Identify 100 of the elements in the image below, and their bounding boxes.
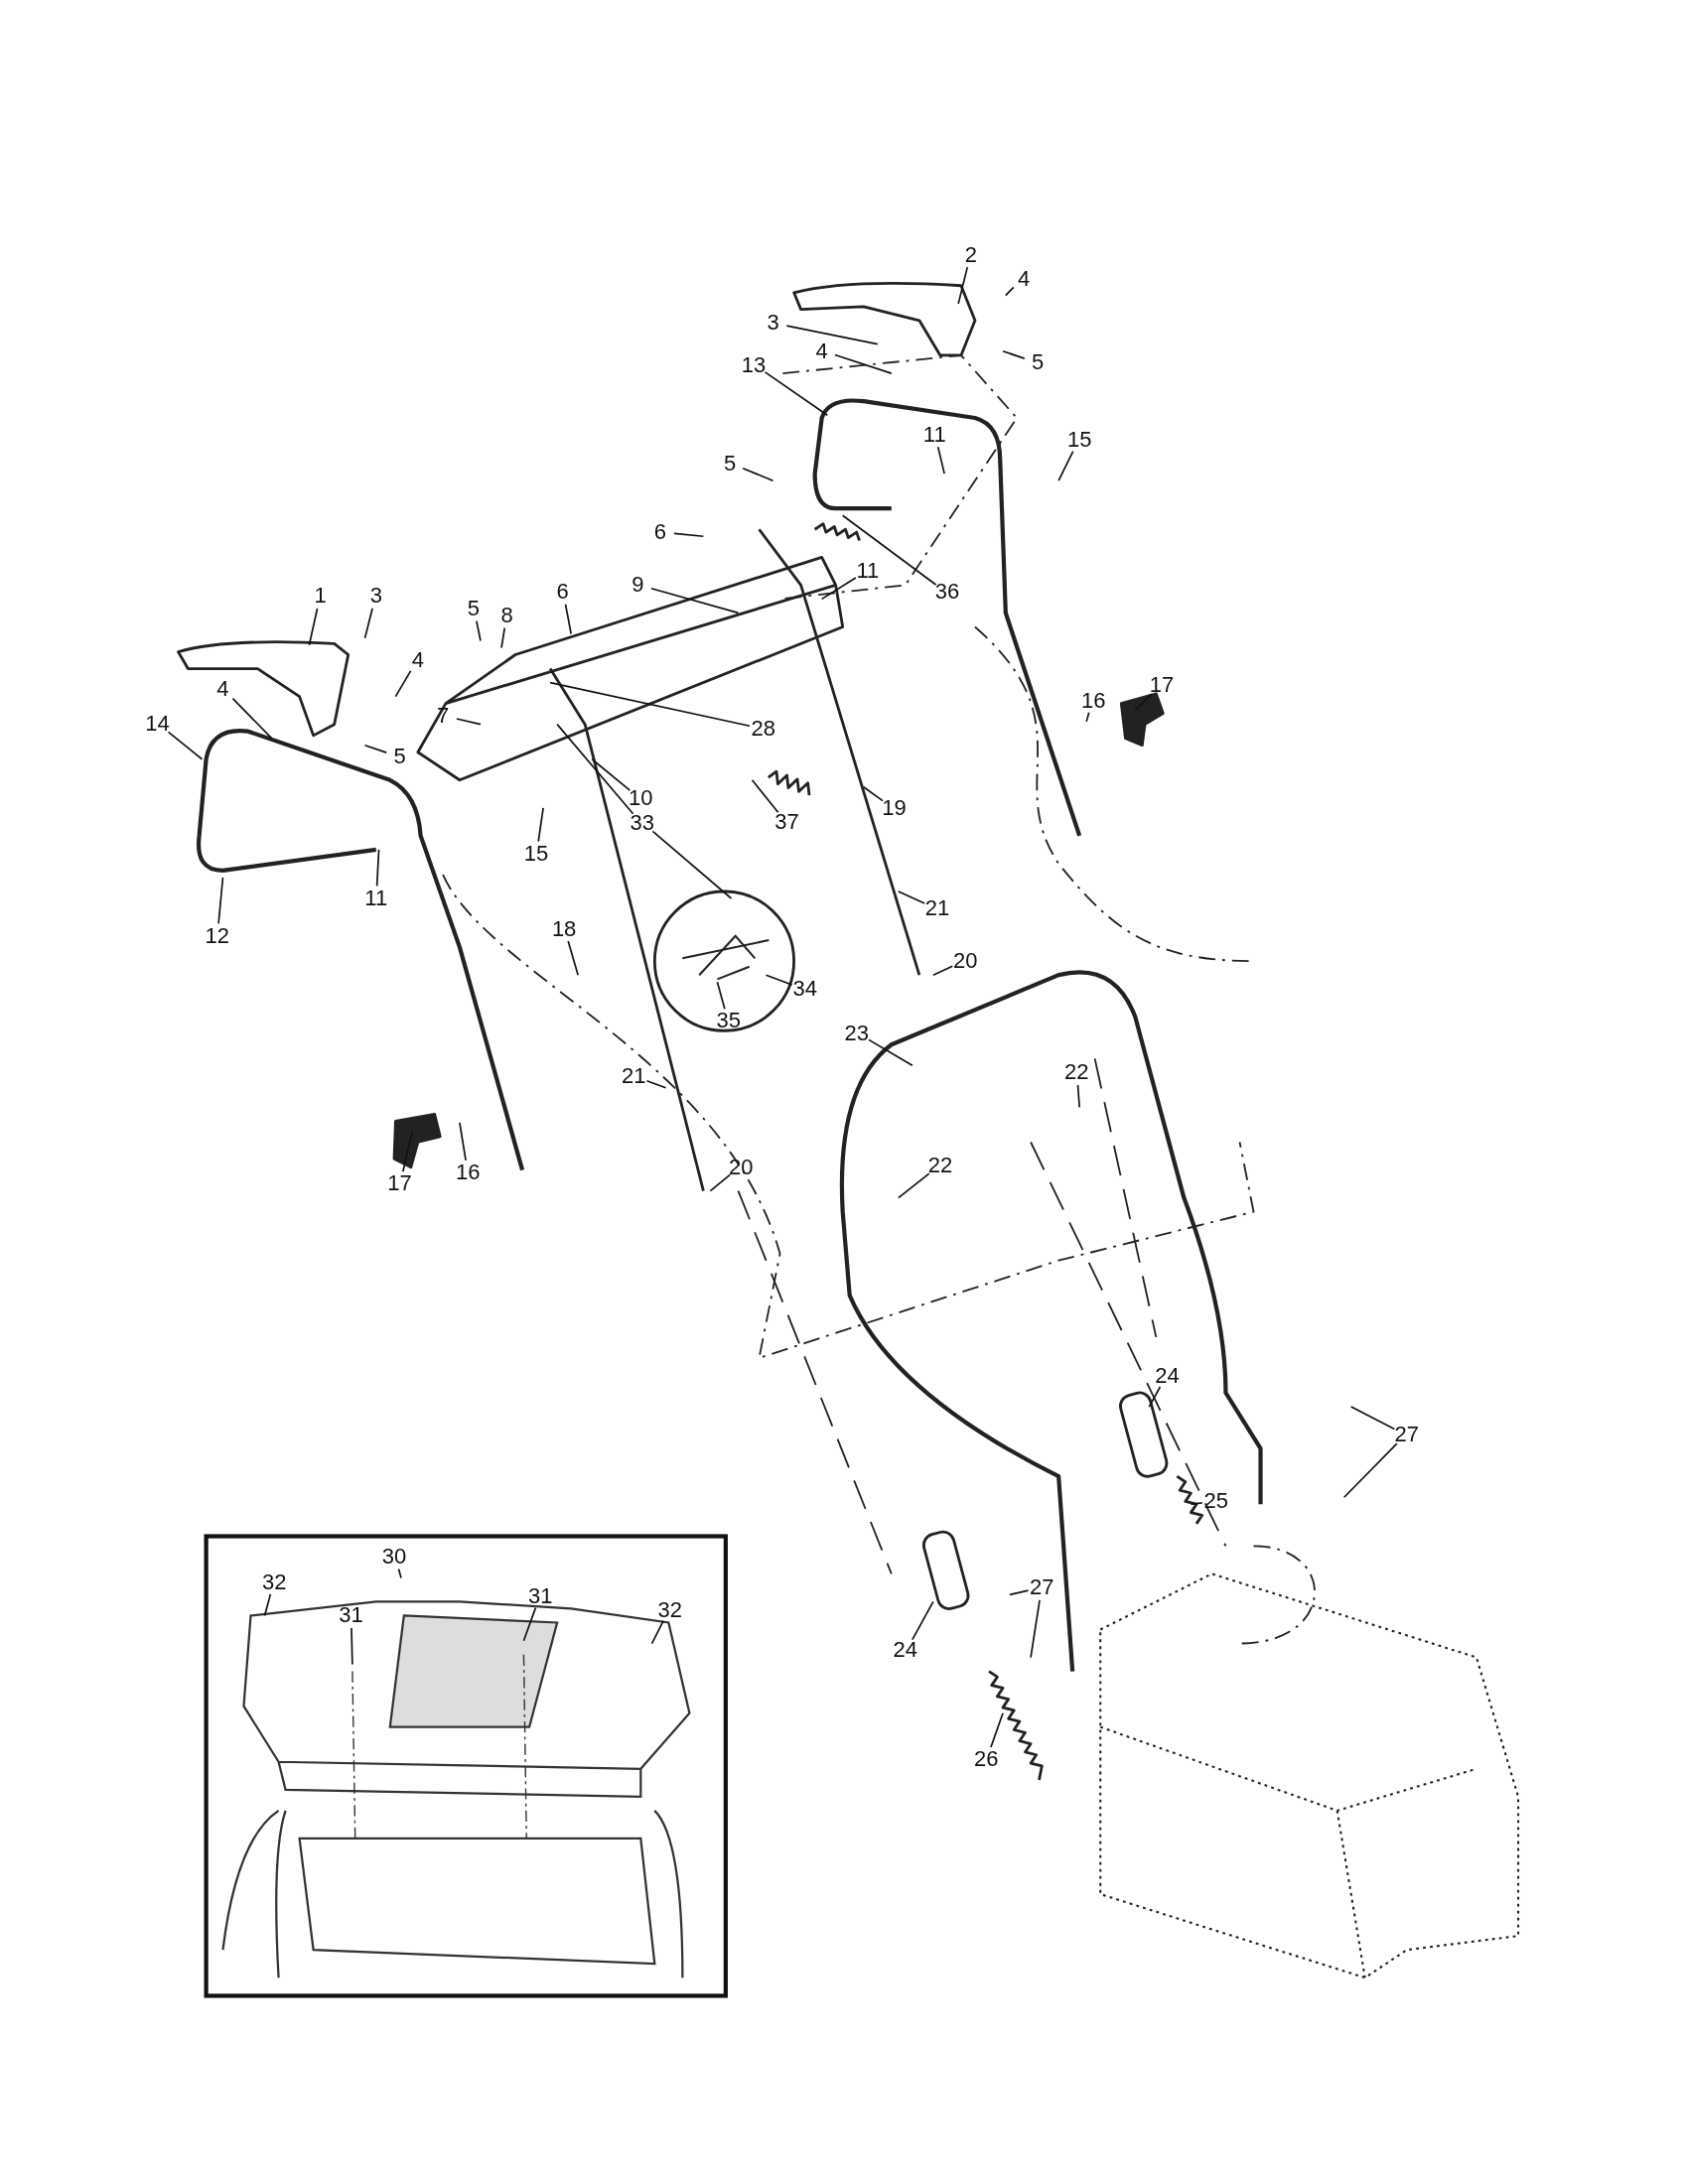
callout-number: 14 bbox=[145, 712, 170, 737]
leader-line bbox=[456, 718, 482, 726]
leader-line bbox=[1076, 1084, 1080, 1109]
leader-line bbox=[500, 626, 506, 649]
leader-line bbox=[1057, 450, 1074, 481]
leader-line bbox=[1030, 1599, 1041, 1659]
callout-number: 2 bbox=[964, 242, 977, 267]
callout-number: 22 bbox=[1064, 1060, 1089, 1085]
callout-number: 3 bbox=[767, 311, 779, 336]
leader-line bbox=[1085, 711, 1090, 723]
leader-line bbox=[897, 1172, 930, 1199]
callout-number: 4 bbox=[216, 677, 229, 702]
leader-line bbox=[785, 325, 879, 345]
callout-number: 11 bbox=[856, 559, 880, 584]
leader-line bbox=[957, 266, 969, 305]
callout-number: 20 bbox=[729, 1155, 754, 1179]
leader-line bbox=[936, 446, 945, 475]
leader-line bbox=[1005, 286, 1015, 297]
callout-number: 22 bbox=[927, 1154, 953, 1178]
leader-line bbox=[862, 785, 884, 802]
callout-number: 26 bbox=[973, 1746, 999, 1771]
callout-number: 5 bbox=[467, 597, 481, 620]
leader-line bbox=[351, 1627, 353, 1666]
callout-number: 1 bbox=[314, 584, 327, 609]
callout-number: 18 bbox=[551, 916, 577, 941]
leader-line bbox=[522, 1606, 537, 1642]
callout-number: 25 bbox=[1203, 1489, 1228, 1514]
leader-line bbox=[556, 723, 634, 815]
callout-number: 5 bbox=[723, 452, 737, 477]
callout-number: 31 bbox=[528, 1583, 553, 1608]
callout-number: 21 bbox=[924, 895, 950, 920]
callout-number: 27 bbox=[1394, 1422, 1420, 1446]
leader-line bbox=[363, 744, 388, 753]
leader-line bbox=[764, 371, 829, 417]
callout-number: 11 bbox=[922, 422, 946, 447]
leader-line bbox=[549, 681, 751, 728]
callout-number: 16 bbox=[1080, 688, 1106, 713]
callout-number: 13 bbox=[741, 352, 767, 377]
leader-line bbox=[1190, 1502, 1203, 1506]
callout-number: 12 bbox=[205, 923, 230, 948]
callout-number: 32 bbox=[262, 1570, 287, 1594]
callout-number: 11 bbox=[364, 886, 388, 910]
callout-number: 37 bbox=[774, 809, 799, 834]
leader-line bbox=[820, 577, 857, 601]
callout-number: 24 bbox=[1155, 1363, 1180, 1388]
leader-line bbox=[709, 1173, 732, 1192]
leader-line bbox=[1342, 1442, 1398, 1499]
leader-line bbox=[673, 532, 705, 538]
leader-line bbox=[912, 1600, 934, 1641]
leader-line bbox=[990, 1711, 1004, 1748]
leader-line bbox=[591, 757, 632, 791]
leader-line bbox=[1349, 1406, 1396, 1431]
callout-number: 17 bbox=[1149, 673, 1175, 698]
leader-line bbox=[363, 607, 373, 639]
callout-number: 32 bbox=[657, 1597, 682, 1622]
callout-number: 33 bbox=[630, 811, 654, 836]
callout-number: 20 bbox=[952, 948, 978, 973]
leader-line bbox=[167, 731, 204, 760]
leader-line bbox=[402, 1130, 414, 1173]
leader-line bbox=[651, 830, 733, 899]
leader-line bbox=[1002, 349, 1026, 359]
leader-line bbox=[394, 670, 412, 698]
callout-number: 4 bbox=[411, 647, 424, 672]
leader-line bbox=[564, 603, 572, 635]
leader-line bbox=[217, 877, 224, 925]
callout-number: 6 bbox=[556, 580, 569, 605]
callout-number: 24 bbox=[893, 1638, 918, 1663]
leader-line bbox=[742, 468, 774, 481]
leader-line bbox=[716, 981, 726, 1011]
callout-number: 15 bbox=[523, 841, 549, 866]
leader-line bbox=[308, 608, 319, 646]
callout-number: 10 bbox=[629, 785, 653, 810]
callout-number: 17 bbox=[387, 1171, 412, 1196]
leader-line bbox=[476, 619, 482, 642]
leader-line bbox=[897, 890, 926, 904]
leader-line bbox=[834, 353, 893, 374]
leader-line bbox=[751, 778, 779, 813]
callout-number: 23 bbox=[844, 1021, 869, 1045]
callout-number: 5 bbox=[393, 744, 406, 768]
leader-line bbox=[537, 807, 544, 843]
callout-number: 8 bbox=[500, 604, 513, 628]
callout-number: 3 bbox=[369, 584, 382, 609]
callout-number: 27 bbox=[1030, 1575, 1054, 1600]
leader-line bbox=[650, 587, 740, 614]
callout-number: 15 bbox=[1066, 428, 1092, 453]
leader-line bbox=[231, 697, 273, 740]
leader-line bbox=[1134, 693, 1153, 712]
callout-number: 4 bbox=[815, 339, 828, 363]
leader-line bbox=[397, 1568, 402, 1579]
leader-line bbox=[567, 940, 579, 976]
callout-number: 6 bbox=[653, 519, 667, 544]
leader-line bbox=[459, 1122, 467, 1161]
leader-line bbox=[841, 514, 937, 586]
leader-line bbox=[932, 965, 954, 976]
callout-number: 30 bbox=[381, 1545, 407, 1570]
leader-line bbox=[765, 974, 793, 986]
leader-line bbox=[263, 1593, 272, 1617]
leader-line bbox=[1009, 1589, 1030, 1596]
leader-line bbox=[650, 1620, 664, 1645]
callout-number: 36 bbox=[934, 580, 960, 605]
